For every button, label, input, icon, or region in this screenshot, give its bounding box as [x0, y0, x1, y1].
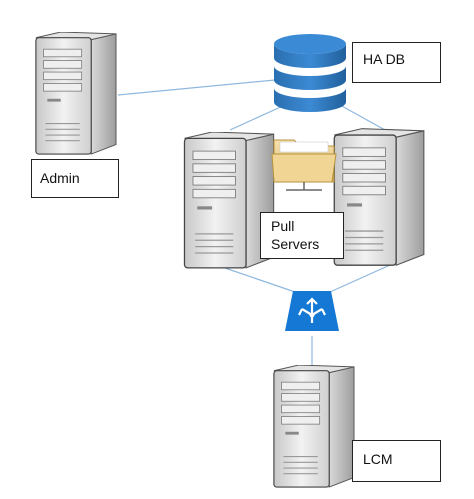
- pull-server-right-icon: [333, 128, 425, 266]
- server-tower-icon: [35, 32, 117, 155]
- database-icon: [274, 34, 346, 112]
- admin-label-text: Admin: [40, 170, 80, 186]
- connector-admin-to-db: [117, 79, 276, 96]
- connector-left-server-to-lb: [224, 267, 296, 293]
- connector-db-to-right-server: [339, 104, 386, 131]
- admin-label: Admin: [31, 159, 119, 198]
- pull-servers-label-line2: Servers: [271, 236, 320, 252]
- ha-db-label: HA DB: [352, 42, 441, 83]
- ha-db-label-text: HA DB: [363, 51, 406, 67]
- lcm-server-icon: [273, 365, 355, 488]
- lcm-label: LCM: [352, 440, 441, 482]
- load-balancer-icon: [285, 291, 339, 331]
- pull-servers-label-line1: Pull: [271, 218, 295, 234]
- lcm-label-text: LCM: [363, 451, 393, 467]
- connector-right-server-to-lb: [329, 264, 391, 293]
- pull-servers-label: Pull Servers: [260, 212, 344, 259]
- shared-folder-icon: [271, 139, 337, 191]
- connector-db-to-left-server: [229, 104, 286, 131]
